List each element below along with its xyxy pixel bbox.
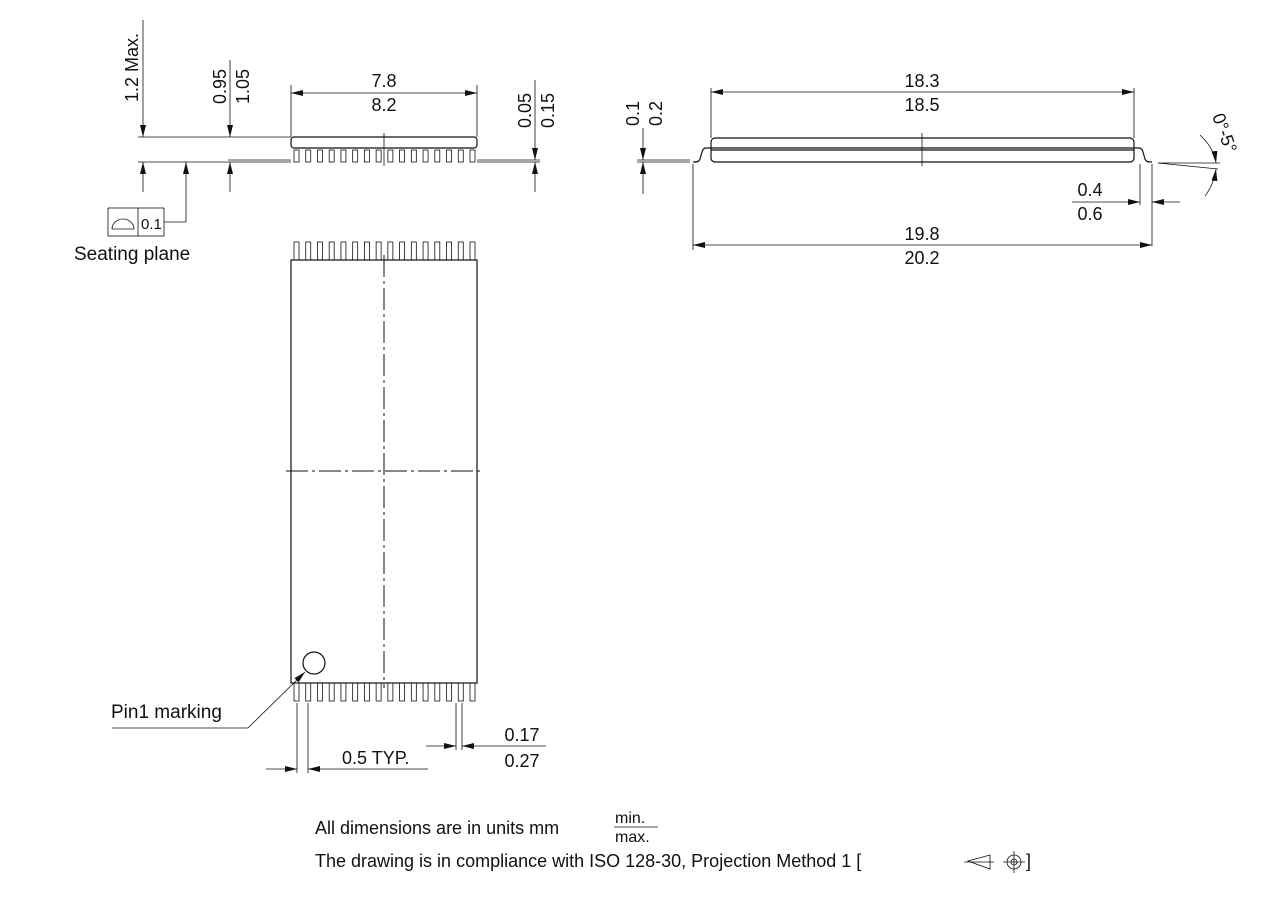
pin-bottom	[422, 682, 429, 702]
top-view: Pin1 marking 0.5 TYP. 0.17 0.27	[111, 241, 546, 773]
pin-top	[293, 241, 300, 261]
lead-right	[1134, 147, 1152, 163]
notes: All dimensions are in units mm min. max.…	[315, 810, 1031, 873]
first-angle-projection-icon	[964, 851, 1025, 873]
pin-top	[446, 241, 452, 261]
dim-standoff-min: 0.95	[210, 69, 230, 104]
pin-top	[457, 241, 464, 261]
lead-side	[446, 149, 452, 163]
dim-pitch: 0.5 TYP.	[342, 748, 409, 768]
pin-bottom	[375, 682, 382, 702]
lead-side	[328, 149, 335, 163]
dim-lead-width-min: 0.17	[504, 725, 539, 745]
flatness-value: 0.1	[141, 216, 162, 233]
pin-bottom	[293, 682, 300, 702]
lead-side	[457, 149, 464, 163]
lead-side	[434, 149, 441, 163]
pin-bottom	[363, 682, 370, 702]
pin-top	[352, 241, 359, 261]
pin-top	[317, 241, 323, 261]
dim-overall-length-max: 20.2	[904, 248, 939, 268]
flatness-icon	[111, 218, 135, 230]
pin-top	[410, 241, 417, 261]
side-view-small: 1.2 Max. 0.95 1.05 0.1 Seating plane 7.8…	[74, 20, 558, 265]
side-leads	[293, 149, 476, 163]
lead-side	[422, 149, 429, 163]
side-view-long: 18.3 18.5 0.1 0.2 0°-5° 0.4 0.6 19.8 20.…	[623, 71, 1241, 268]
pin-bottom	[457, 682, 464, 702]
pin-bottom	[434, 682, 441, 702]
lead-side	[305, 149, 312, 163]
units-note: All dimensions are in units mm	[315, 818, 559, 838]
lead-side	[399, 149, 406, 163]
dim-width-max: 8.2	[371, 95, 396, 115]
pin-top	[328, 241, 335, 261]
pin-top	[305, 241, 312, 261]
dim-foot-length-min: 0.4	[1077, 180, 1102, 200]
pin-bottom	[410, 682, 417, 702]
pin-top	[340, 241, 347, 261]
lead-side	[352, 149, 359, 163]
lead-left	[693, 147, 711, 163]
pin-bottom	[328, 682, 335, 702]
dim-body-length-max: 18.5	[904, 95, 939, 115]
iso-close: ]	[1026, 851, 1031, 871]
lead-side	[469, 149, 476, 163]
dim-foot-length-max: 0.6	[1077, 204, 1102, 224]
pin-bottom	[387, 682, 394, 702]
dim-lead-offset-min: 0.05	[515, 93, 535, 128]
lead-side	[293, 149, 300, 163]
dim-lead-thickness-min: 0.1	[623, 101, 643, 126]
pin-bottom	[352, 682, 359, 702]
top-pins	[293, 241, 476, 261]
lead-side	[363, 149, 370, 163]
units-min: min.	[615, 810, 645, 827]
pin-bottom	[399, 682, 406, 702]
seating-plane-label: Seating plane	[74, 244, 190, 265]
pin-top	[363, 241, 370, 261]
pin-bottom	[317, 682, 323, 702]
dim-width-min: 7.8	[371, 71, 396, 91]
pin-top	[434, 241, 441, 261]
dim-lead-width-max: 0.27	[504, 751, 539, 771]
pin-bottom	[469, 682, 476, 702]
dim-lead-angle: 0°-5°	[1208, 111, 1241, 156]
iso-note: The drawing is in compliance with ISO 12…	[315, 851, 861, 871]
dim-height-max: 1.2 Max.	[122, 33, 142, 102]
pin-top	[375, 241, 382, 261]
lead-side	[375, 149, 382, 163]
dim-standoff-max: 1.05	[233, 69, 253, 104]
lead-side	[340, 149, 347, 163]
pin-bottom	[305, 682, 312, 702]
pin1-marking-dot	[302, 651, 326, 675]
pin1-marking-label: Pin1 marking	[111, 702, 222, 723]
dim-body-length-min: 18.3	[904, 71, 939, 91]
flatness-frame	[107, 207, 165, 237]
pin-top	[469, 241, 476, 261]
bottom-pins	[293, 682, 476, 702]
dim-overall-length-min: 19.8	[904, 224, 939, 244]
lead-side	[387, 149, 394, 163]
pin-top	[387, 241, 394, 261]
pin-bottom	[340, 682, 347, 702]
dim-lead-offset-max: 0.15	[538, 93, 558, 128]
pin-top	[422, 241, 429, 261]
lead-side	[317, 149, 323, 163]
units-max: max.	[615, 829, 650, 846]
pin-top	[399, 241, 406, 261]
lead-side	[410, 149, 417, 163]
dim-lead-thickness-max: 0.2	[646, 101, 666, 126]
pin-bottom	[446, 682, 452, 702]
